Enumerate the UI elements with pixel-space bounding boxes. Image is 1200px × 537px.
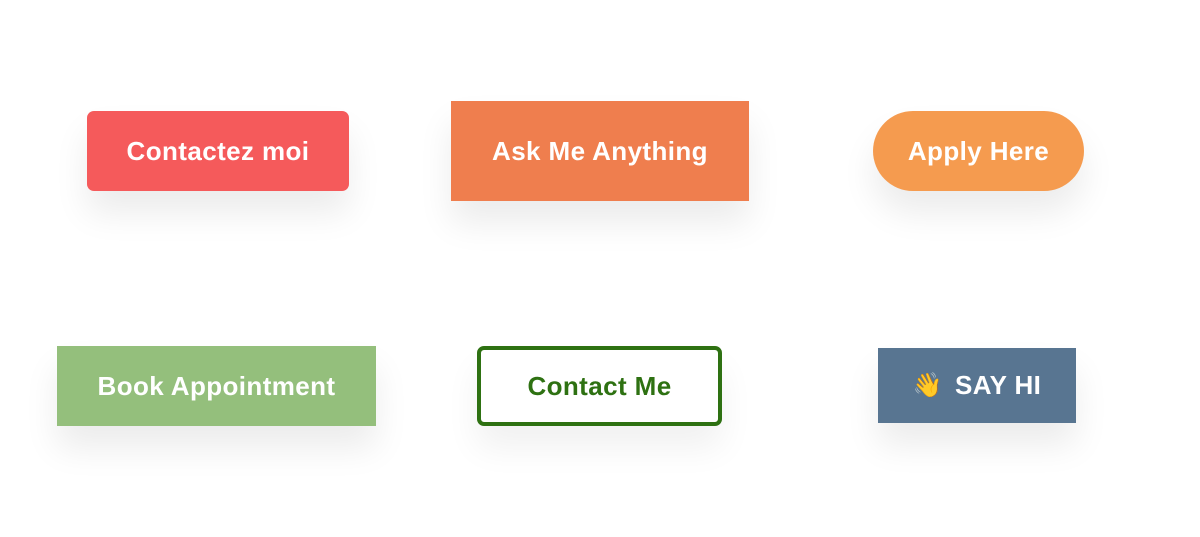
book-appointment-button[interactable]: Book Appointment xyxy=(57,346,376,426)
waving-hand-icon: 👋 xyxy=(912,371,944,399)
say-hi-button[interactable]: 👋 SAY HI xyxy=(878,348,1076,423)
ask-me-anything-button[interactable]: Ask Me Anything xyxy=(451,101,749,201)
apply-here-button[interactable]: Apply Here xyxy=(873,111,1084,191)
contact-me-button[interactable]: Contact Me xyxy=(477,346,722,426)
book-appointment-label: Book Appointment xyxy=(97,370,336,401)
ask-me-anything-label: Ask Me Anything xyxy=(492,135,708,166)
contactez-moi-button[interactable]: Contactez moi xyxy=(87,111,349,191)
say-hi-label: SAY HI xyxy=(955,370,1042,400)
apply-here-label: Apply Here xyxy=(907,135,1050,166)
contact-me-label: Contact Me xyxy=(527,370,672,401)
contactez-moi-label: Contactez moi xyxy=(126,135,310,166)
